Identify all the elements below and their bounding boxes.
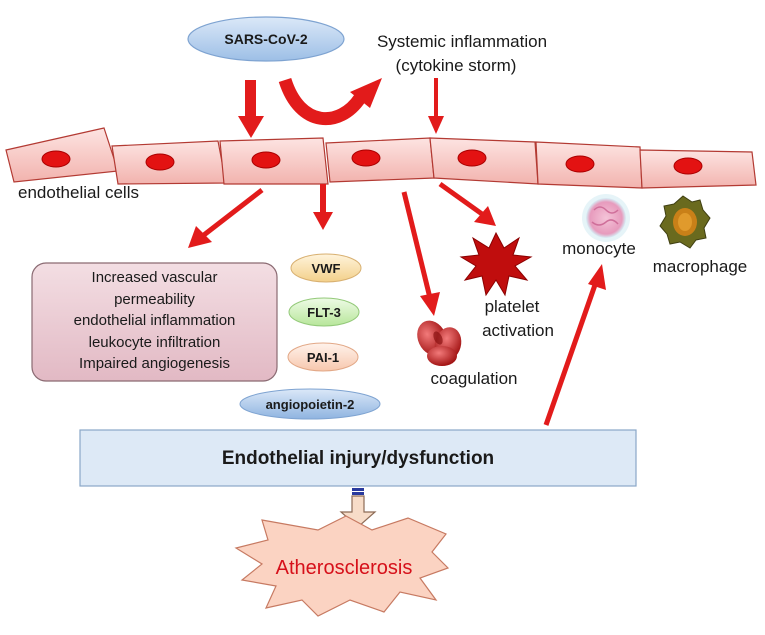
- endothelial-cell: [5, 127, 119, 183]
- red-blood-cells-image: [417, 320, 462, 366]
- endothelial-cell: [535, 141, 643, 189]
- monocyte-label: monocyte: [562, 239, 636, 258]
- endothelial-cell: [639, 149, 757, 189]
- pai1-label: PAI-1: [307, 350, 339, 365]
- effect-line: Impaired angiogenesis: [79, 355, 230, 372]
- cytokine-storm-label: (cytokine storm): [396, 56, 517, 75]
- curved-arrow-to-inflammation: [278, 77, 382, 126]
- endothelial-cell: [325, 137, 435, 183]
- activation-label: activation: [482, 321, 554, 340]
- endothelial-injury-box: Endothelial injury/dysfunction: [79, 429, 637, 487]
- sars-cov-2-label: SARS-CoV-2: [224, 31, 307, 47]
- sars-cov-2-node: SARS-CoV-2: [187, 16, 345, 62]
- endothelial-cells-label: endothelial cells: [18, 183, 139, 202]
- effect-line: leukocyte infiltration: [88, 333, 221, 351]
- effect-line: permeability: [114, 290, 195, 308]
- macrophage-label: macrophage: [653, 257, 748, 276]
- vwf-marker: VWF: [290, 253, 362, 283]
- endothelial-cell: [219, 137, 329, 185]
- arrow-to-effects: [188, 188, 264, 248]
- effects-text: Increased vascular permeability endothel…: [32, 267, 277, 375]
- coagulation-label: coagulation: [431, 369, 518, 388]
- effect-line: Increased vascular: [91, 269, 218, 286]
- endothelial-injury-label: Endothelial injury/dysfunction: [222, 448, 494, 469]
- flt3-label: FLT-3: [307, 305, 341, 320]
- pai1-marker: PAI-1: [287, 342, 359, 372]
- platelet-label: platelet: [485, 297, 540, 316]
- macrophage-image: [659, 195, 711, 249]
- arrow-to-platelet: [438, 181, 496, 226]
- arrow-to-markers: [313, 184, 333, 230]
- endothelial-cell-layer: [5, 127, 757, 189]
- vwf-label: VWF: [312, 261, 341, 276]
- arrow-virus-to-cells: [238, 80, 264, 138]
- endothelial-cell: [111, 140, 227, 185]
- monocyte-image: [582, 194, 630, 242]
- angiopoietin-2-marker: angiopoietin-2: [239, 388, 381, 420]
- systemic-inflammation-label: Systemic inflammation: [377, 32, 547, 51]
- endothelial-cell: [429, 137, 539, 185]
- arrow-inflammation-to-cells: [428, 78, 444, 134]
- effect-line: endothelial inflammation: [73, 312, 236, 329]
- atherosclerosis-label: Atherosclerosis: [276, 557, 413, 579]
- arrow-injury-to-monocyte: [543, 264, 606, 426]
- atherosclerosis-burst: Atherosclerosis: [234, 515, 450, 617]
- flt3-marker: FLT-3: [288, 297, 360, 327]
- effects-box: [31, 262, 278, 382]
- activated-platelet-icon: [459, 231, 533, 297]
- angiopoietin-2-label: angiopoietin-2: [266, 397, 355, 412]
- arrow-to-coagulation: [401, 191, 440, 316]
